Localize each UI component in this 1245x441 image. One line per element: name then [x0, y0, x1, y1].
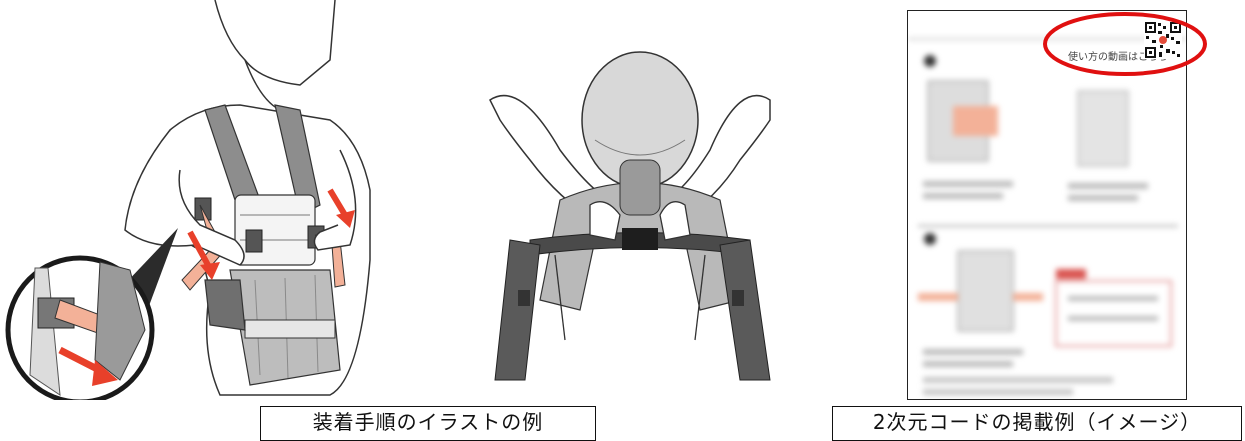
illustration-caption: 装着手順のイラストの例 [260, 406, 596, 441]
buckle-fastening-illustration [470, 40, 800, 400]
qr-highlight-circle [1040, 8, 1210, 80]
qr-example-caption: 2次元コードの掲載例（イメージ） [832, 406, 1242, 441]
carrier-wearing-illustration [0, 0, 400, 400]
